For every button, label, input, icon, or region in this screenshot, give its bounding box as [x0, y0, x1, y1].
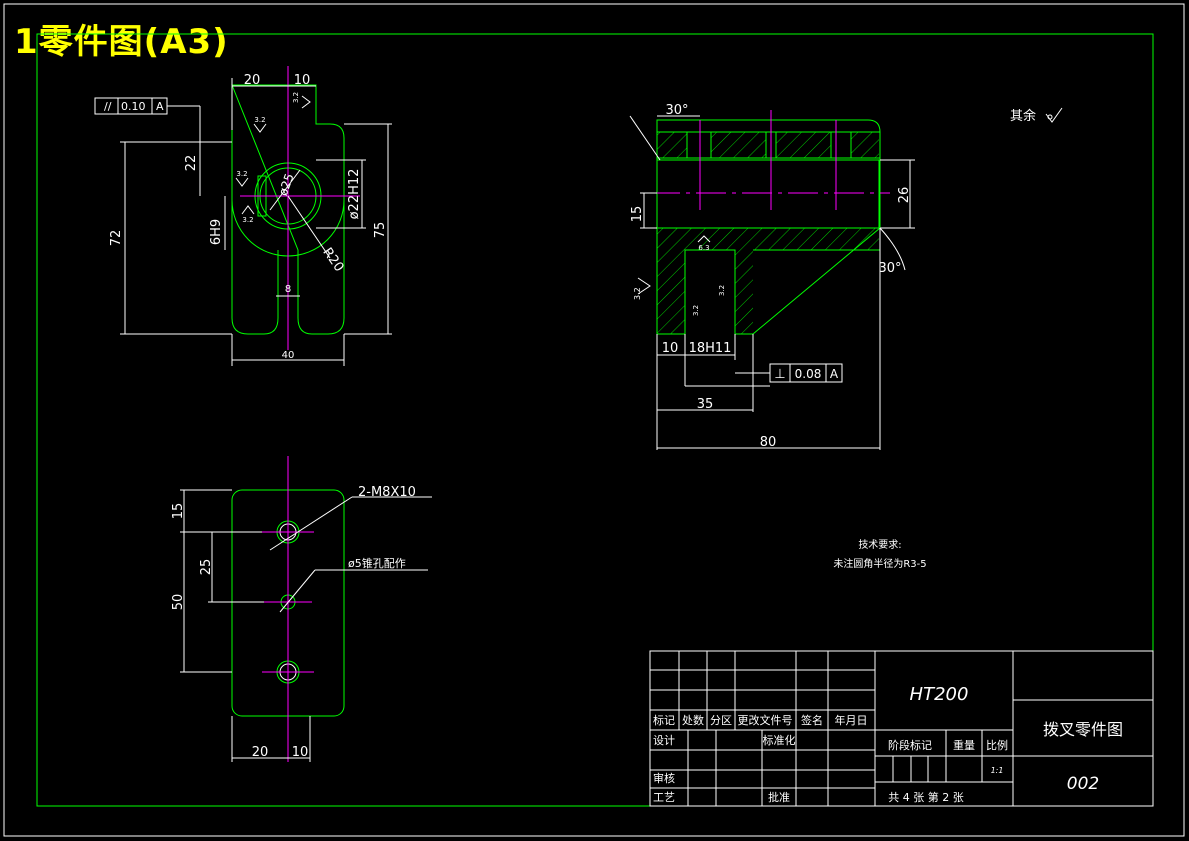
- parallelism-datum: A: [156, 100, 164, 113]
- dim-20-bottom: 20: [252, 745, 269, 760]
- roughness-section-left: 3.2: [633, 287, 642, 300]
- tb-label-date: 年月日: [835, 713, 868, 727]
- parallelism-value: 0.10: [121, 100, 146, 113]
- dim-bore-25: ø25: [276, 172, 297, 198]
- dim-75: 75: [373, 222, 388, 239]
- roughness-section-slot: 3.2: [718, 285, 726, 296]
- dim-72: 72: [109, 230, 124, 247]
- tech-req-line: 未注圆角半径为R3-5: [833, 557, 926, 570]
- tb-label-zone: 分区: [710, 714, 732, 727]
- dim-15-bottom: 15: [171, 503, 186, 520]
- dim-50-bottom: 50: [171, 594, 186, 611]
- part-name: 拨叉零件图: [1043, 720, 1123, 739]
- outer-frame: [3, 3, 1185, 837]
- inner-frame: [36, 33, 1154, 807]
- thread-callout: 2-M8X10: [358, 485, 416, 500]
- title-block: [649, 650, 1154, 807]
- tb-scale: 1:1: [991, 766, 1004, 775]
- dim-slot-8: 8: [285, 284, 291, 295]
- tb-sheets: 共 4 张 第 2 张: [888, 790, 963, 804]
- roughness-top: 3.2: [254, 116, 265, 124]
- dim-20-top: 20: [244, 73, 261, 88]
- roughness-check-icon: [1045, 107, 1063, 123]
- front-view: [94, 66, 392, 366]
- tb-scale-label: 比例: [986, 738, 1008, 752]
- tb-approve: 批准: [768, 790, 790, 804]
- dim-bore-22h12: ø22H12: [347, 169, 362, 220]
- tb-stage: 阶段标记: [888, 738, 932, 752]
- dim-18h11: 18H11: [689, 341, 732, 356]
- perpendicularity-value: 0.08: [795, 367, 822, 381]
- roughness-6-3: 6.3: [698, 244, 709, 252]
- tb-standard: 标准化: [763, 733, 796, 747]
- tb-weight: 重量: [953, 738, 975, 752]
- tb-label-mark: 标记: [653, 713, 675, 727]
- dim-25-bottom: 25: [199, 559, 214, 576]
- dim-angle-30: 30°: [878, 261, 901, 276]
- roughness-section-inner: 3.2: [692, 305, 700, 316]
- material: HT200: [910, 684, 969, 705]
- roughness-side: 3.2: [292, 92, 300, 103]
- dim-10: 10: [662, 341, 679, 356]
- dim-40: 40: [282, 350, 295, 361]
- dim-22: 22: [184, 155, 199, 172]
- tb-review: 审核: [653, 771, 675, 785]
- tb-design: 设计: [653, 734, 675, 747]
- dim-10-bottom: 10: [292, 745, 309, 760]
- pin-callout: ø5锥孔配作: [348, 557, 406, 570]
- tb-label-signature: 签名: [801, 713, 823, 727]
- dim-15: 15: [630, 206, 645, 223]
- remaining-finish-label: 其余: [1010, 108, 1036, 124]
- drawing-number: 002: [1067, 774, 1099, 794]
- dim-chamfer-30: 30°: [665, 103, 688, 118]
- roughness-left-a: 3.2: [236, 170, 247, 178]
- dim-6h9: 6H9: [209, 219, 224, 245]
- roughness-left-b: 3.2: [242, 216, 253, 224]
- tech-req-heading: 技术要求:: [858, 538, 901, 551]
- perpendicularity-symbol: ⊥: [774, 367, 785, 382]
- dim-35: 35: [697, 397, 714, 412]
- dim-26: 26: [897, 187, 912, 204]
- dim-80: 80: [760, 435, 777, 450]
- tb-process: 工艺: [653, 791, 675, 804]
- perpendicularity-datum: A: [830, 367, 839, 381]
- parallelism-symbol: //: [104, 100, 112, 113]
- tb-label-change-doc: 更改文件号: [738, 713, 793, 727]
- section-view: [629, 110, 915, 450]
- bottom-view: [180, 456, 432, 762]
- drawing-title: 1零件图(A3): [14, 22, 229, 62]
- tb-label-count: 处数: [682, 714, 704, 727]
- dim-r20: R20: [319, 245, 346, 275]
- dim-10-top: 10: [294, 73, 311, 88]
